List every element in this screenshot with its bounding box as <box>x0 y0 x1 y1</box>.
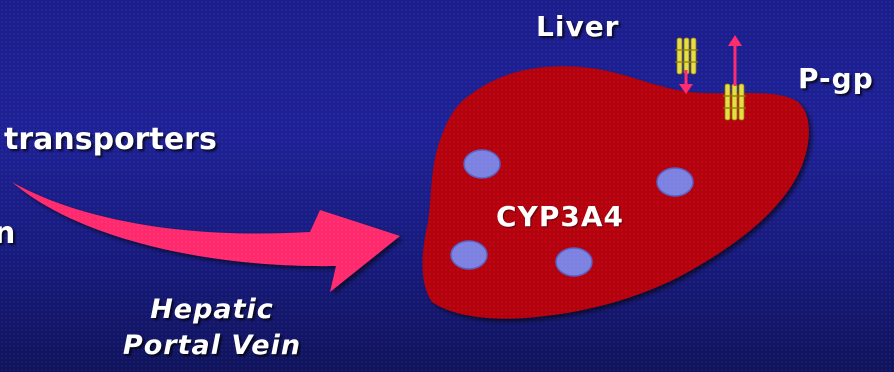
transporters-label: transporters <box>4 122 217 157</box>
transporter-2 <box>723 84 746 120</box>
left-fragment-label: n <box>0 216 15 251</box>
portal-vein-arrow <box>12 182 400 292</box>
vein-label-line-1: Hepatic <box>112 292 312 328</box>
liver-label: Liver <box>536 10 620 43</box>
enzyme-spot-1 <box>464 150 500 178</box>
vein-label-line-2: Portal Vein <box>112 328 312 364</box>
enzyme-spot-3 <box>451 241 487 269</box>
enzyme-spot-4 <box>556 248 592 276</box>
enzyme-spot-2 <box>657 168 693 196</box>
transport-arrow-out <box>728 35 742 86</box>
cyp3a4-label: CYP3A4 <box>496 200 624 233</box>
transporter-1 <box>675 38 698 74</box>
hepatic-portal-vein-label: Hepatic Portal Vein <box>112 292 312 364</box>
liver-shape <box>423 66 809 318</box>
pgp-label: P-gp <box>798 62 874 95</box>
